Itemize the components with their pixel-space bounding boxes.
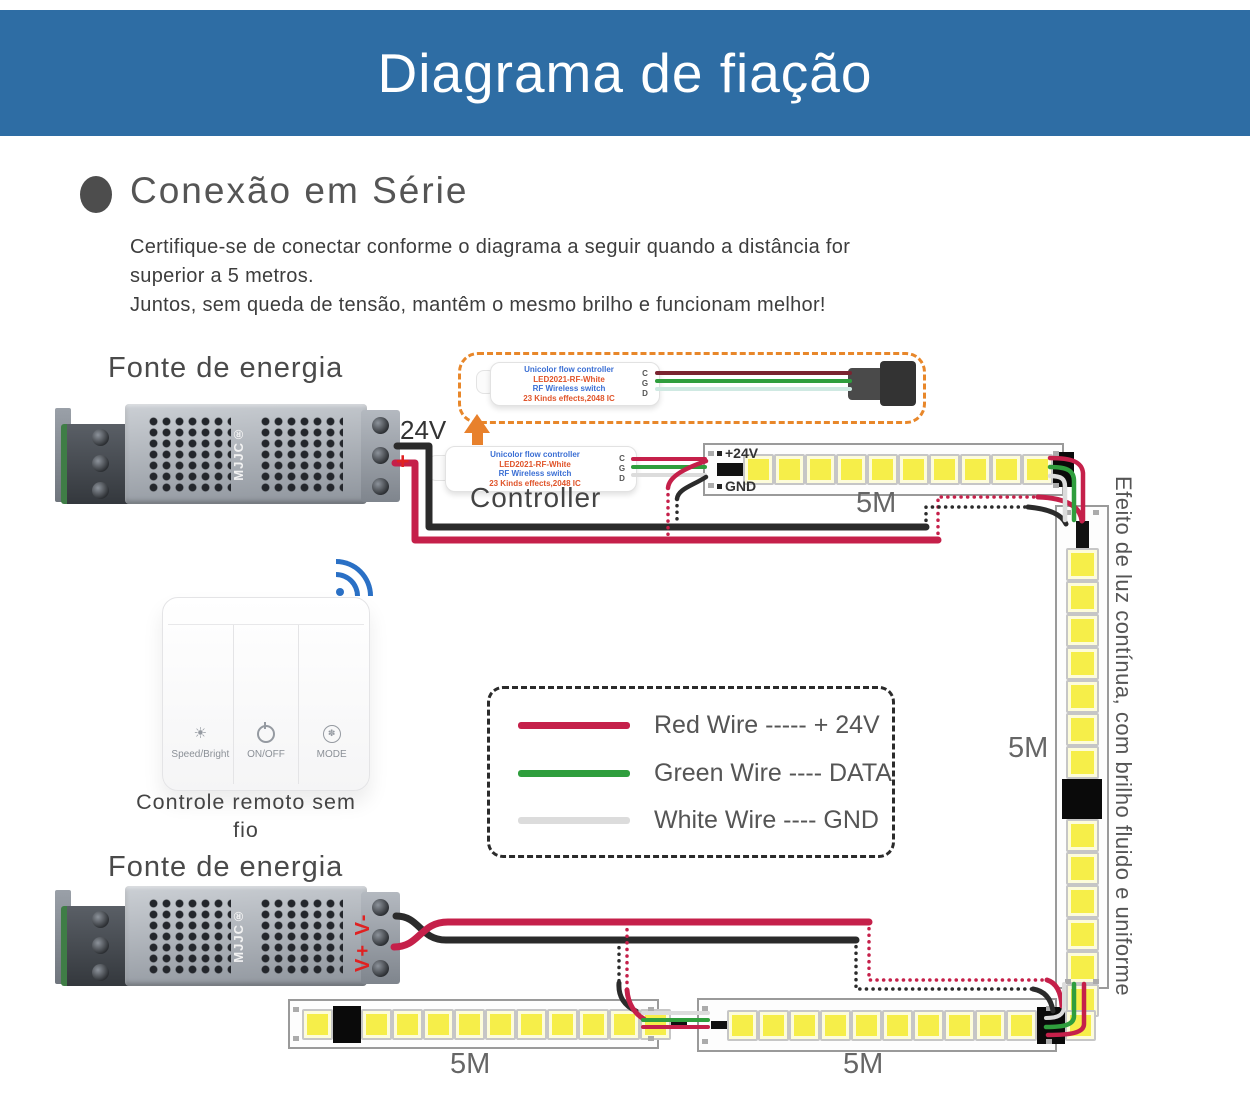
remote-button-label: Speed/Bright <box>171 749 230 760</box>
remote-caption: Controle remoto sem fio <box>136 790 356 842</box>
strip-24v-tag: +24V <box>717 445 758 461</box>
wifi-icon <box>336 558 374 596</box>
led-cells <box>699 1000 1096 1050</box>
led-cells <box>1057 507 1107 1017</box>
power-supply-1: MJJC® <box>55 398 400 510</box>
sun-icon: ☀ <box>193 725 208 742</box>
arrow-up-stem <box>472 432 483 445</box>
section-heading: Conexão em Série <box>130 170 469 211</box>
green-wire-swatch <box>518 770 630 777</box>
psu2-wires <box>390 912 1065 1014</box>
strip-top-power-taps <box>665 458 709 541</box>
psu2-polarity-label: V+ V- <box>352 912 374 972</box>
strip-top-length-label: 5M <box>856 487 897 519</box>
jst-connector <box>848 368 884 400</box>
strip-gnd-tag: GND <box>717 478 756 494</box>
led-strip-vertical <box>1055 505 1109 1017</box>
psu-brand: MJJC® <box>231 908 246 963</box>
strip-bottom-right-length-label: 5M <box>843 1048 884 1080</box>
solder-pads <box>1053 451 1059 488</box>
psu1-plus-label: + <box>396 448 410 474</box>
jst-connector <box>880 361 916 406</box>
arrow-up-icon <box>464 414 490 433</box>
remote-button-speed-bright: ☀ Speed/Bright <box>168 625 233 784</box>
controller-output-wires <box>631 457 707 477</box>
led-cells <box>290 1001 687 1047</box>
led-strip-bottom-left <box>288 999 687 1049</box>
solder-pads <box>1065 979 1099 984</box>
psu-vent-holes <box>259 898 343 974</box>
strip-vertical-length-label: 5M <box>1008 732 1049 764</box>
mode-icon: ✽ <box>322 725 341 743</box>
side-note: Efeito de luz contínua, com brilho fluid… <box>1111 476 1136 997</box>
legend-row-white: White Wire ---- GND <box>490 806 892 835</box>
solder-pads <box>648 1007 654 1041</box>
solder-pads <box>1046 1006 1052 1044</box>
header-banner: Diagrama de fiação <box>0 10 1250 136</box>
intro-line-3: Juntos, sem queda de tensão, mantêm o me… <box>130 294 826 316</box>
psu1-voltage-label: 24V <box>400 415 447 445</box>
psu-body: MJJC® <box>125 404 367 504</box>
psu-input-terminal <box>61 906 133 986</box>
power-supply-2-label: Fonte de energia <box>108 851 344 883</box>
psu-vent-holes <box>259 416 343 492</box>
red-wire-swatch <box>518 722 630 729</box>
controller-highlight-box <box>458 352 926 424</box>
psu-brand: MJJC® <box>231 426 246 481</box>
led-strip-bottom-right <box>697 998 1096 1052</box>
intro-text: Certifique-se de conectar conforme o dia… <box>130 233 850 320</box>
solder-pads <box>708 451 714 488</box>
controller-label: Controller <box>470 482 602 513</box>
psu-output-terminal <box>361 410 400 502</box>
legend-row-green: Green Wire ---- DATA <box>490 759 892 788</box>
remote-seam <box>168 624 364 625</box>
controller-closeup: Unicolor flow controller LED2021-RF-Whit… <box>490 362 660 406</box>
solder-pads <box>293 1007 299 1041</box>
power-supply-1-label: Fonte de energia <box>108 352 344 384</box>
psu-vent-holes <box>147 416 231 492</box>
controller-print: Unicolor flow controller LED2021-RF-Whit… <box>523 365 615 403</box>
remote-button-label: ON/OFF <box>247 749 285 760</box>
white-wire-swatch <box>518 817 630 824</box>
remote-control: ☀ Speed/Bright ON/OFF ✽ MODE <box>162 597 370 791</box>
remote-button-label: MODE <box>316 749 347 760</box>
strip-bottom-left-length-label: 5M <box>450 1048 491 1080</box>
page-title: Diagrama de fiação <box>377 42 873 104</box>
psu-body: MJJC® <box>125 886 367 986</box>
remote-button-on-off: ON/OFF <box>232 625 299 784</box>
power-supply-2: MJJC® <box>55 880 400 992</box>
wire-legend: Red Wire ----- + 24V Green Wire ---- DAT… <box>487 686 895 858</box>
power-icon <box>257 722 275 743</box>
intro-line-1: Certifique-se de conectar conforme o dia… <box>130 236 851 258</box>
intro-line-2: superior a 5 metros. <box>130 265 314 287</box>
solder-pads <box>702 1006 708 1044</box>
psu-vent-holes <box>147 898 231 974</box>
remote-button-mode: ✽ MODE <box>298 625 364 784</box>
psu-input-terminal <box>61 424 133 504</box>
legend-row-red: Red Wire ----- + 24V <box>490 711 892 740</box>
bullet-icon <box>80 176 112 213</box>
solder-pads <box>1065 510 1099 515</box>
